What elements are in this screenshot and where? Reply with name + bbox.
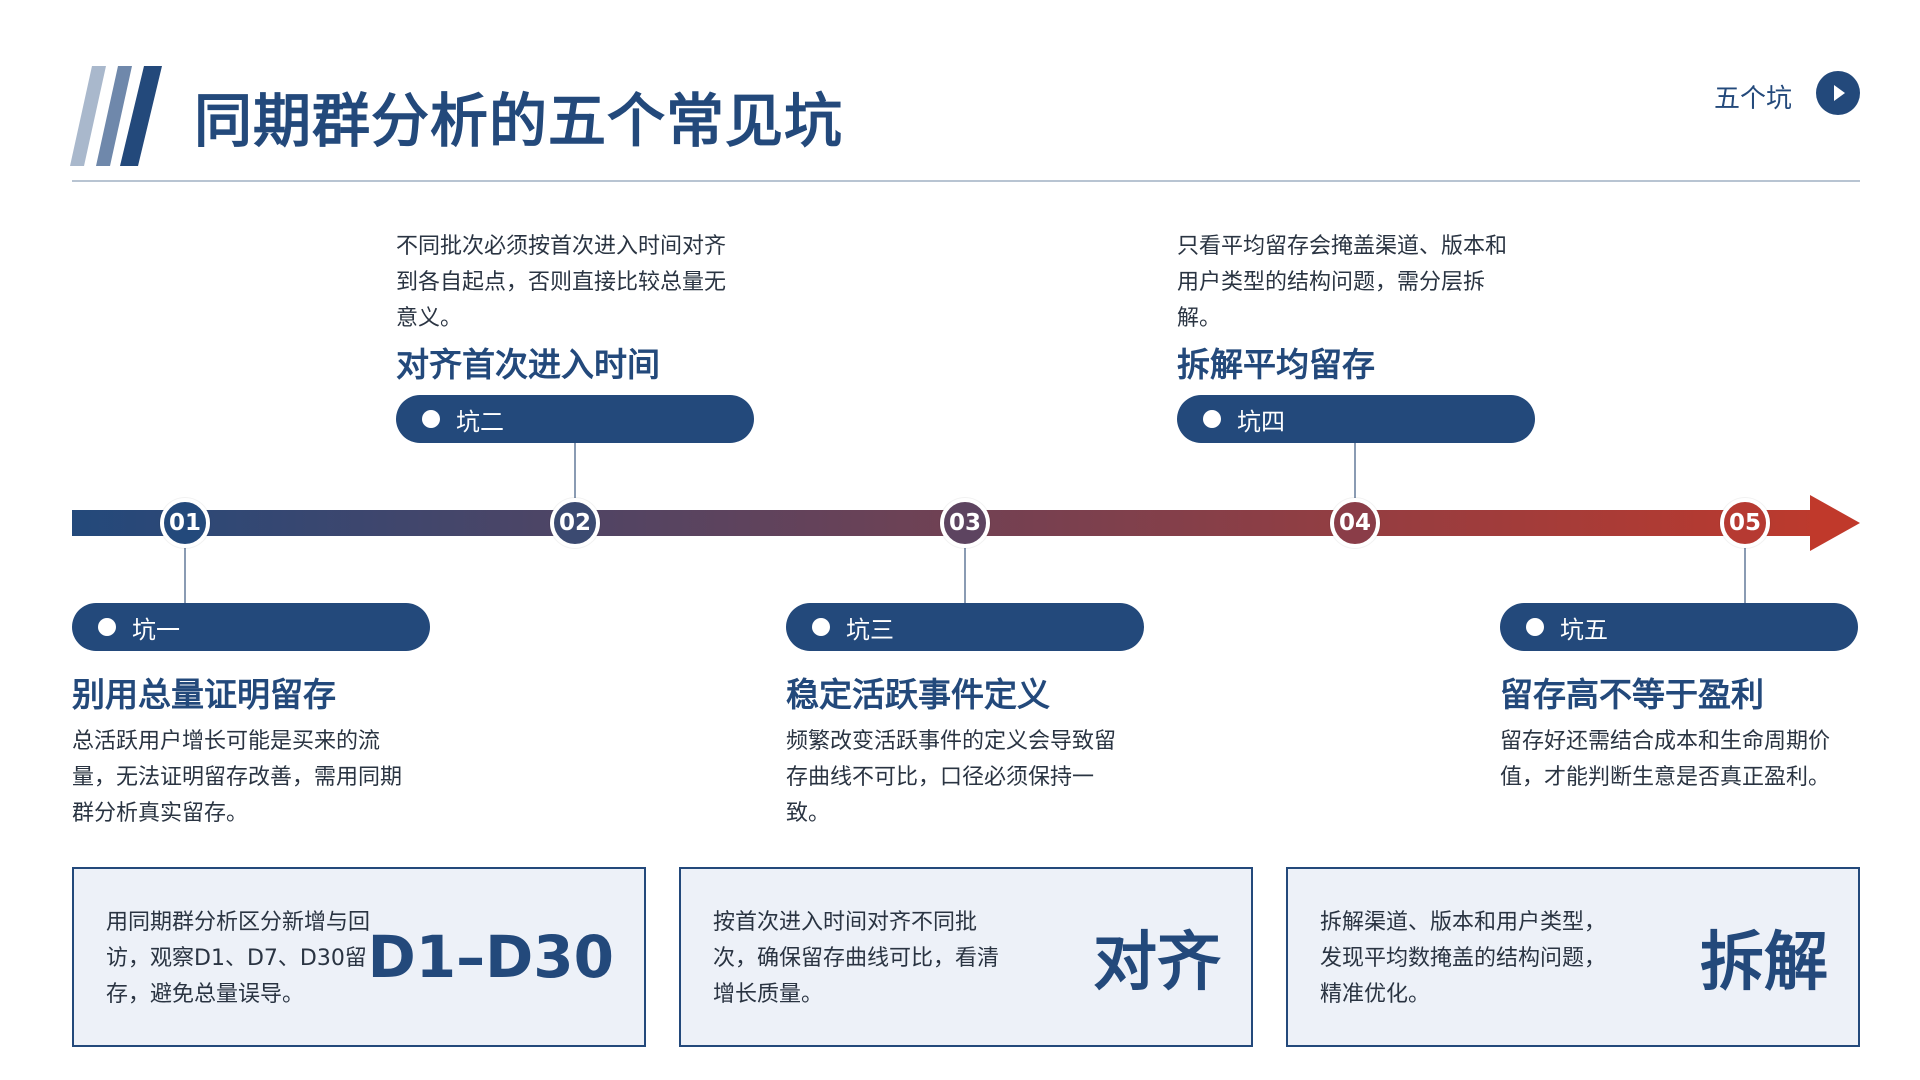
pitfall-desc-1: 总活跃用户增长可能是买来的流量，无法证明留存改善，需用同期群分析真实留存。 xyxy=(72,729,403,826)
pitfall-tag-3: 坑三 xyxy=(786,603,1144,651)
pitfall-tag-4: 坑四 xyxy=(1177,395,1535,443)
bullet-dot-icon xyxy=(812,618,830,636)
pitfall-title-1: 别用总量证明留存 xyxy=(72,675,336,714)
pitfall-tag-1: 坑一 xyxy=(72,603,430,651)
timeline-node-5: 05 xyxy=(1720,498,1770,548)
timeline-node-4: 04 xyxy=(1330,498,1380,548)
bullet-dot-icon xyxy=(422,410,440,428)
timeline-node-3: 03 xyxy=(940,498,990,548)
pitfall-tag-2: 坑二 xyxy=(396,395,754,443)
card-value: D1–D30 xyxy=(367,923,614,991)
bullet-dot-icon xyxy=(98,618,116,636)
card-value: 拆解 xyxy=(1700,926,1828,1000)
pitfall-title-5: 留存高不等于盈利 xyxy=(1500,675,1764,714)
card-text: 按首次进入时间对齐不同批次，确保留存曲线可比，看清增长质量。 xyxy=(713,910,1000,1007)
pitfall-tag-label: 坑二 xyxy=(456,407,504,436)
card-value: 对齐 xyxy=(1093,926,1221,1000)
pitfall-tag-label: 坑三 xyxy=(846,615,894,644)
pitfall-tag-label: 坑五 xyxy=(1560,615,1608,644)
bullet-dot-icon xyxy=(1203,410,1221,428)
pitfall-desc-3: 频繁改变活跃事件的定义会导致留存曲线不可比，口径必须保持一致。 xyxy=(786,729,1117,826)
pitfall-desc-5: 留存好还需结合成本和生命周期价值，才能判断生意是否真正盈利。 xyxy=(1500,729,1831,790)
summary-card-2: 按首次进入时间对齐不同批次，确保留存曲线可比，看清增长质量。 对齐 xyxy=(679,867,1253,1047)
summary-card-1: 用同期群分析区分新增与回访，观察D1、D7、D30留存，避免总量误导。 D1–D… xyxy=(72,867,646,1047)
pitfall-tag-5: 坑五 xyxy=(1500,603,1858,651)
pitfall-desc-4: 只看平均留存会掩盖渠道、版本和用户类型的结构问题，需分层拆解。 xyxy=(1177,234,1508,331)
pitfall-tag-label: 坑四 xyxy=(1237,407,1285,436)
nav-label: 五个坑 xyxy=(1713,84,1792,114)
timeline-node-1: 01 xyxy=(160,498,210,548)
pitfall-title-3: 稳定活跃事件定义 xyxy=(786,675,1050,714)
timeline-arrowhead xyxy=(1810,495,1860,551)
bullet-dot-icon xyxy=(1526,618,1544,636)
card-text: 拆解渠道、版本和用户类型，发现平均数掩盖的结构问题，精准优化。 xyxy=(1320,910,1607,1007)
timeline-node-2: 02 xyxy=(550,498,600,548)
play-arrow-icon xyxy=(1834,85,1845,101)
header-divider xyxy=(72,180,1860,182)
summary-card-3: 拆解渠道、版本和用户类型，发现平均数掩盖的结构问题，精准优化。 拆解 xyxy=(1286,867,1860,1047)
card-text: 用同期群分析区分新增与回访，观察D1、D7、D30留存，避免总量误导。 xyxy=(106,910,371,1007)
page-title: 同期群分析的五个常见坑 xyxy=(194,87,844,155)
next-button[interactable] xyxy=(1816,71,1860,115)
pitfall-desc-2: 不同批次必须按首次进入时间对齐到各自起点，否则直接比较总量无意义。 xyxy=(396,234,727,331)
pitfall-title-2: 对齐首次进入时间 xyxy=(396,345,660,384)
pitfall-tag-label: 坑一 xyxy=(132,615,180,644)
logo-stripes xyxy=(70,66,162,166)
pitfall-title-4: 拆解平均留存 xyxy=(1177,345,1375,384)
